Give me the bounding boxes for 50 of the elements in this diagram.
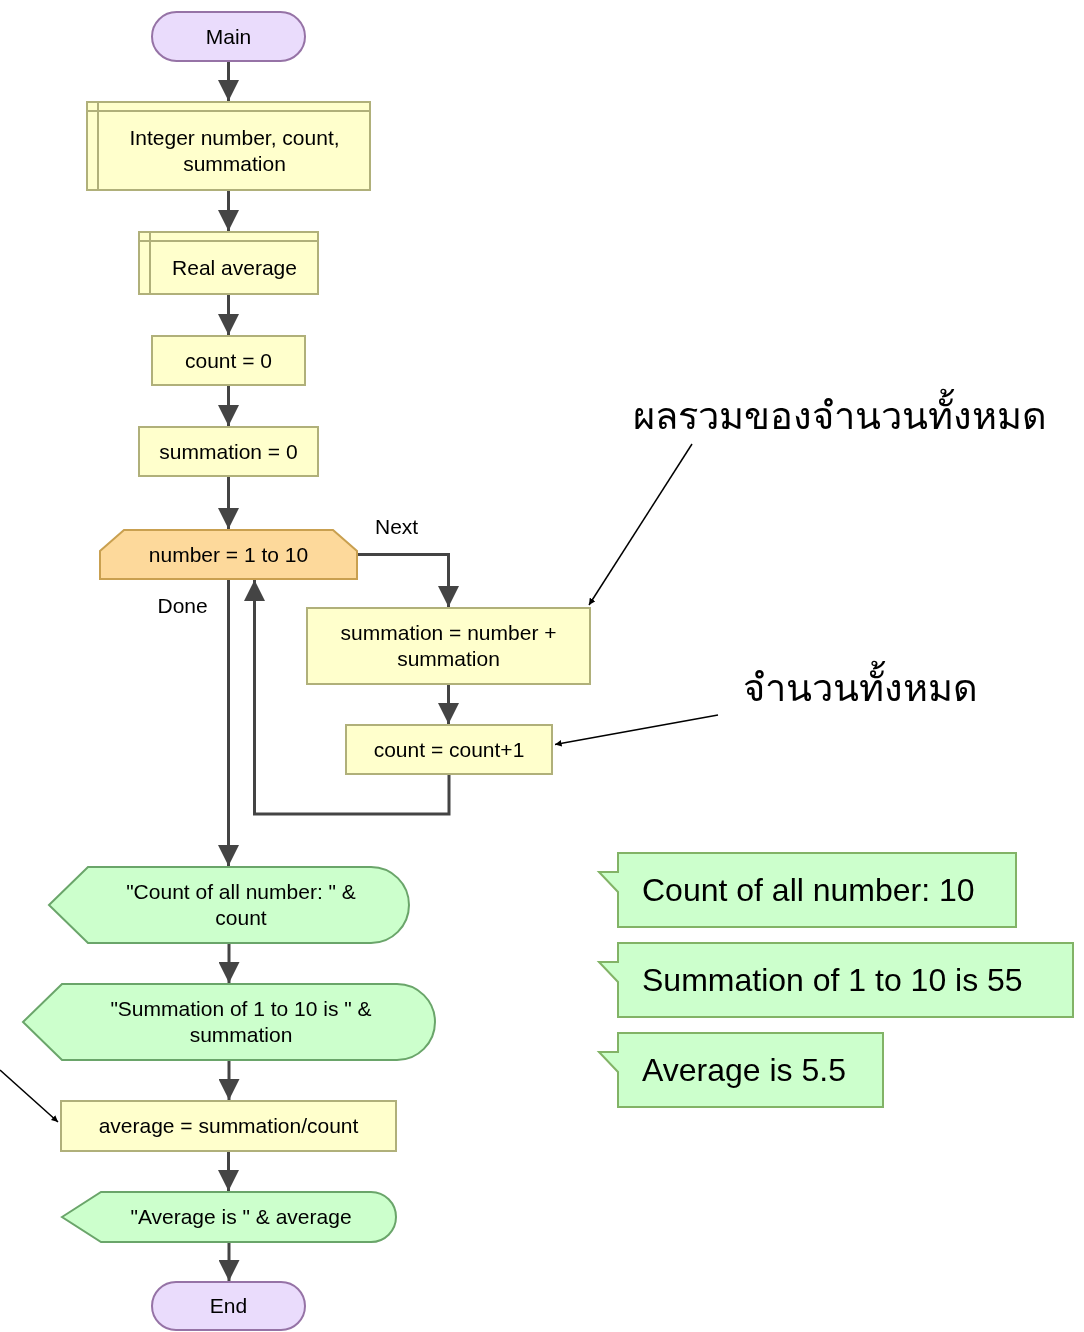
output-shape — [61, 1191, 397, 1243]
output-callout — [598, 942, 1074, 1018]
flow-arrow — [218, 62, 239, 101]
annotation-text: ผลรวมของจำนวนทั้งหมด — [620, 386, 1060, 444]
loop-hexagon — [99, 529, 358, 580]
flow-arrow — [218, 1061, 240, 1100]
node-label: Real average — [171, 255, 298, 281]
flow-arrow — [218, 295, 239, 335]
output-shape — [48, 866, 410, 944]
node-label: "Count of all number: " & count — [125, 879, 357, 931]
leader-arrow — [588, 443, 693, 606]
flow-arrow — [218, 1152, 239, 1191]
annotation-text: จำนวนทั้งหมด — [730, 660, 990, 714]
node-label: average = summation/count — [97, 1113, 360, 1139]
flow-arrow — [218, 580, 239, 866]
node-label: count = count+1 — [372, 736, 526, 763]
terminal-shape — [151, 11, 306, 62]
process-box — [138, 426, 319, 477]
leader-arrow — [554, 714, 719, 747]
output-shape — [22, 983, 436, 1061]
flow-arrow — [358, 553, 459, 607]
process-box — [151, 335, 306, 386]
node-label: "Average is " & average — [129, 1204, 353, 1230]
node-label: End — [208, 1293, 249, 1319]
declaration-box — [86, 101, 371, 191]
node-label: Integer number, count, summation — [128, 125, 341, 177]
process-box — [345, 724, 553, 775]
node-label: Summation of 1 to 10 is 55 — [641, 961, 1024, 1000]
flow-arrow — [218, 1243, 240, 1281]
node-label: count = 0 — [184, 347, 273, 374]
terminal-shape — [151, 1281, 306, 1331]
flow-arrow — [438, 685, 459, 724]
node-label: "Summation of 1 to 10 is " & summation — [109, 996, 373, 1048]
node-label: Count of all number: 10 — [641, 871, 976, 910]
declaration-box — [138, 231, 319, 295]
output-callout — [598, 1032, 884, 1108]
node-label: summation = number + summation — [339, 620, 558, 672]
output-callout — [598, 852, 1017, 928]
node-label: number = 1 to 10 — [147, 541, 310, 568]
flow-arrow — [218, 191, 239, 231]
process-box — [60, 1100, 397, 1152]
node-label: summation = 0 — [158, 438, 299, 465]
process-box — [306, 607, 591, 685]
leader-arrow — [0, 1069, 59, 1123]
flow-arrow — [218, 944, 240, 983]
flow-arrow — [218, 477, 239, 529]
node-label: Main — [204, 23, 253, 50]
flow-arrow — [244, 580, 451, 816]
node-label: Average is 5.5 — [641, 1051, 847, 1090]
flow-arrow — [218, 386, 239, 426]
